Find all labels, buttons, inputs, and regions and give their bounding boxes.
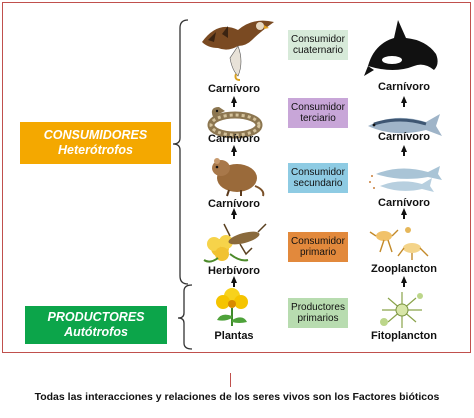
caption-divider	[230, 373, 231, 387]
sea-level-1-label: Carnívoro	[378, 81, 430, 93]
sea-arrow-stem-2	[403, 150, 405, 156]
land-level-5-label: Plantas	[214, 330, 254, 342]
snake-icon	[207, 107, 263, 139]
producers-bracket	[177, 284, 193, 350]
land-level-3-label: Carnívoro	[208, 198, 260, 210]
consumers-subtitle: Heterótrofos	[57, 143, 133, 157]
land-level-4-label: Herbívoro	[208, 265, 260, 277]
sea-level-3-label: Carnívoro	[378, 197, 430, 209]
sardine-icon	[369, 166, 442, 192]
consumers-bracket	[172, 19, 189, 285]
phytoplankton-icon	[380, 292, 423, 328]
producers-subtitle: Autótrofos	[64, 325, 128, 339]
sea-arrow-stem-4	[403, 281, 405, 287]
diagram-frame	[2, 2, 471, 353]
land-arrow-1	[231, 96, 237, 103]
sea-arrow-stem-1	[403, 101, 405, 107]
land-arrow-stem-4	[233, 281, 235, 287]
sea-arrow-3	[401, 208, 407, 215]
land-arrow-2	[231, 145, 237, 152]
figure-caption: Todas las interacciones y relaciones de …	[34, 391, 440, 403]
consumers-box: CONSUMIDORES Heterótrofos	[20, 122, 171, 164]
land-arrow-4	[231, 276, 237, 283]
level-producers-box: Productores primarios	[288, 298, 348, 328]
level-secondary-box: Consumidor secundario	[288, 163, 348, 193]
producers-box: PRODUCTORES Autótrofos	[25, 306, 167, 344]
sea-level-5-label: Fitoplancton	[371, 330, 437, 342]
producers-title: PRODUCTORES	[47, 310, 145, 324]
sea-arrow-2	[401, 145, 407, 152]
consumers-title: CONSUMIDORES	[43, 128, 148, 142]
sea-arrow-stem-3	[403, 213, 405, 219]
level-tertiary-box: Consumidor terciario	[288, 98, 348, 128]
land-arrow-stem-1	[233, 101, 235, 107]
zooplankton-icon	[369, 227, 429, 260]
orca-icon	[364, 20, 438, 76]
flower-icon	[216, 288, 248, 326]
sea-arrow-4	[401, 276, 407, 283]
land-arrow-stem-3	[233, 213, 235, 219]
hawk-icon	[202, 20, 274, 81]
level-quaternary-box: Consumidor cuaternario	[288, 30, 348, 60]
land-level-2-label: Carnívoro	[208, 133, 260, 145]
land-arrow-3	[231, 208, 237, 215]
tuna-icon	[368, 114, 442, 136]
land-arrow-stem-2	[233, 150, 235, 156]
rodent-icon	[212, 158, 265, 197]
level-primary-box: Consumidor primario	[288, 232, 348, 262]
land-level-1-label: Carnívoro	[208, 83, 260, 95]
sea-level-4-label: Zooplancton	[371, 263, 437, 275]
grasshopper-icon	[203, 223, 267, 263]
sea-arrow-1	[401, 96, 407, 103]
sea-level-2-label: Carnívoro	[378, 131, 430, 143]
frame-top-border	[2, 2, 471, 3]
